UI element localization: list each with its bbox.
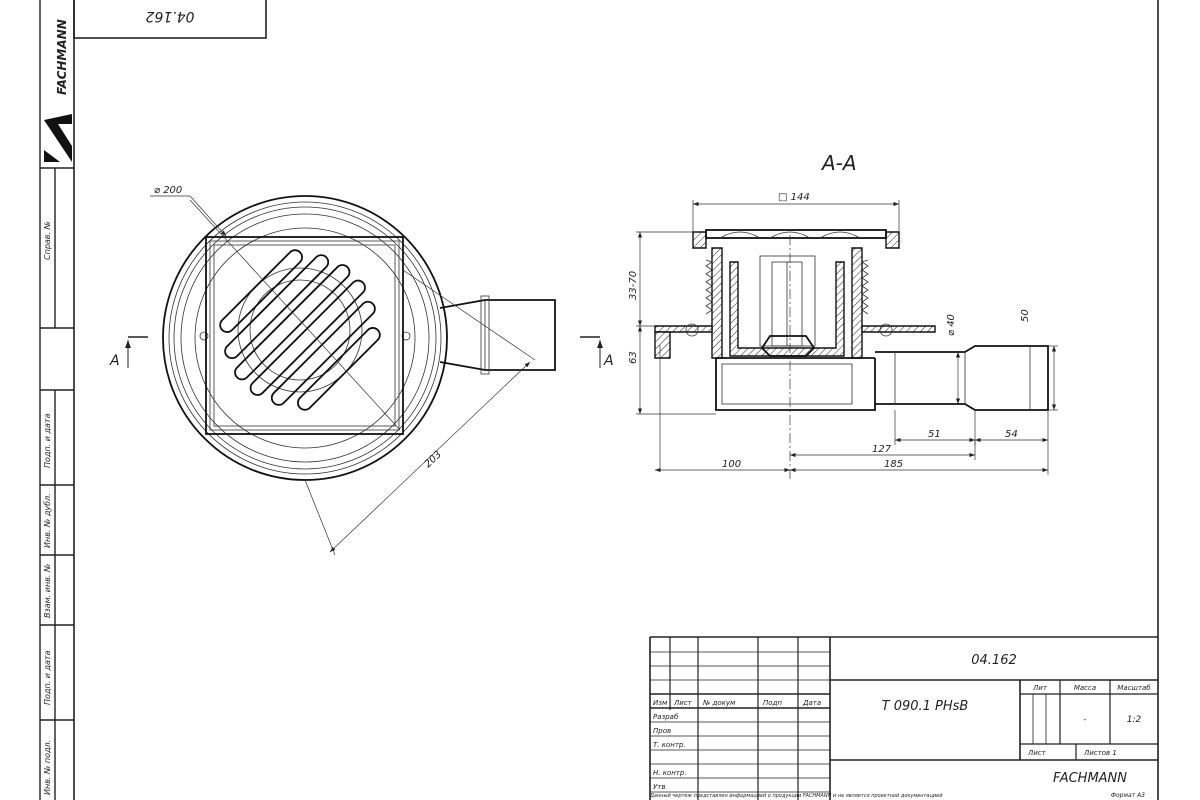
company-name: FACHMANN <box>1053 771 1127 786</box>
dim-50: 50 <box>1020 309 1031 322</box>
dim-127: 127 <box>872 444 892 455</box>
row-razrab: Разраб <box>653 713 679 721</box>
sheet-frame <box>73 0 1159 800</box>
title-doc-code: 04.162 <box>971 653 1017 668</box>
row-tkontr: Т. контр. <box>653 741 686 749</box>
dim-144: □ 144 <box>778 192 810 203</box>
mass-label: Масса <box>1074 684 1096 692</box>
mass-value: - <box>1083 715 1086 725</box>
row-nkontr: Н. контр. <box>653 769 687 777</box>
row-utv: Утв <box>653 783 665 791</box>
row-prov: Пров <box>653 727 671 735</box>
dim-33-70: 33-70 <box>628 271 639 300</box>
sheets-label: Листов 1 <box>1083 749 1117 757</box>
lit-label: Лит <box>1032 684 1048 692</box>
section-mark-right: A <box>603 353 614 369</box>
strip-label-4: Взам. инв. № <box>43 564 52 618</box>
fachmann-logo <box>44 114 72 162</box>
col-data: Дата <box>802 699 821 707</box>
diag-203-label: 203 <box>423 449 444 470</box>
scale-label: Масштаб <box>1117 684 1151 692</box>
col-dokum: № докум <box>702 699 736 707</box>
dim-63: 63 <box>628 351 639 364</box>
section-view <box>636 200 1058 480</box>
strip-label-2: Подп. и дата <box>43 413 52 468</box>
sheet-label: Лист <box>1027 749 1047 757</box>
top-code: 04.162 <box>145 8 194 24</box>
dim-51: 51 <box>928 429 941 440</box>
title-product: T 090.1 PHsB <box>882 699 969 714</box>
strip-label-1: Справ. № <box>43 221 52 260</box>
left-strip <box>39 0 74 800</box>
col-podp: Подп <box>763 699 782 707</box>
section-title: A-A <box>820 151 857 175</box>
col-list: Лист <box>673 699 693 707</box>
dim-100: 100 <box>722 459 741 470</box>
brand-vertical: FACHMANN <box>55 19 69 95</box>
footer-note: Данный чертеж представлен информацией о … <box>649 793 943 799</box>
col-izm: Изм <box>653 699 668 707</box>
dim-d40: ⌀ 40 <box>946 314 957 336</box>
dim-185: 185 <box>884 459 903 470</box>
footer-format: Формат А3 <box>1111 792 1145 799</box>
plan-view <box>125 195 603 556</box>
strip-label-6: Инв. № подл. <box>43 740 52 795</box>
strip-label-5: Подп. и дата <box>43 650 52 705</box>
section-mark-left: A <box>109 353 120 369</box>
title-block <box>649 636 1158 800</box>
diameter-200-label: ⌀ 200 <box>154 185 182 196</box>
strip-label-3: Инв. № дубл. <box>43 493 52 548</box>
scale-value: 1:2 <box>1127 715 1142 725</box>
dim-54: 54 <box>1005 429 1018 440</box>
